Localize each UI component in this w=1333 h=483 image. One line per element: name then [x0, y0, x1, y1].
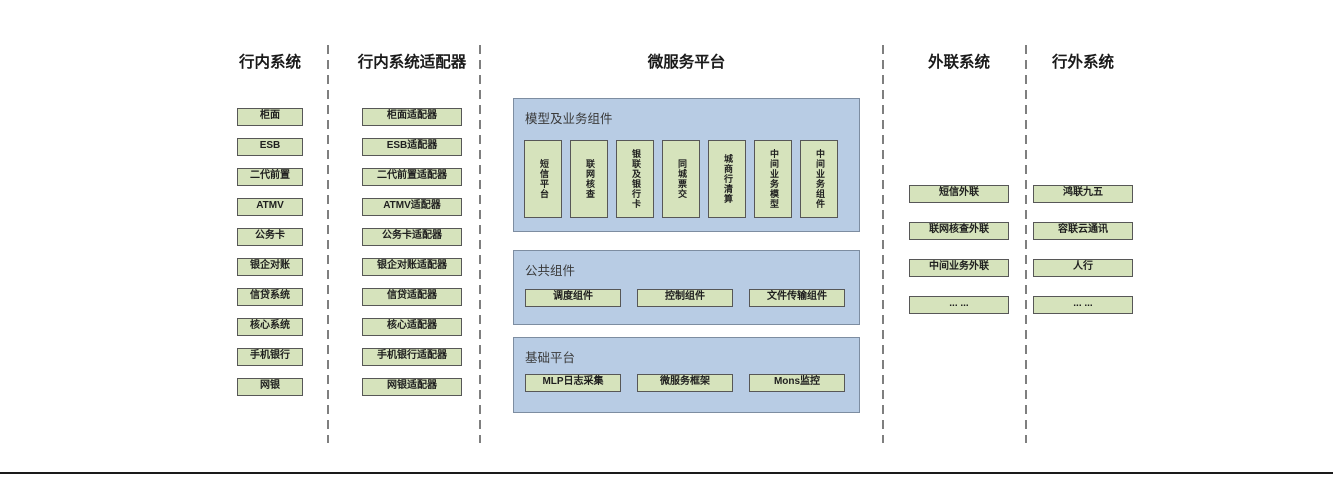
diagram-box: 银企对账适配器 — [362, 258, 462, 276]
column-title-microservice-platform: 微服务平台 — [647, 54, 726, 71]
column-separator — [882, 45, 884, 443]
diagram-box: 鸿联九五 — [1033, 185, 1133, 203]
diagram-box: 容联云通讯 — [1033, 222, 1133, 240]
diagram-box: 联网核查 — [570, 140, 608, 218]
diagram-box: ... ... — [909, 296, 1009, 314]
internal-system-adapters-box-list: 柜面适配器 ESB适配器二代前置适配器 ATMV适配器公务卡适配器银企对账适配器信贷… — [347, 108, 477, 396]
diagram-box: 网银 — [237, 378, 303, 396]
diagram-box: ATMV适配器 — [362, 198, 462, 216]
column-title-internal-systems: 行内系统 — [238, 54, 301, 71]
bottom-border-line — [0, 472, 1333, 474]
diagram-box: 微服务框架 — [637, 374, 733, 392]
internal-systems-box-list: 柜面 ESB 二代前置 ATMV 公务卡银企对账信贷系统核心系统手机银行网银 — [205, 108, 335, 396]
diagram-box: 银联及银行卡 — [616, 140, 654, 218]
diagram-box: 柜面适配器 — [362, 108, 462, 126]
common-components-box-list: 调度组件控制组件文件传输组件 — [525, 289, 845, 307]
column-title-external-connection-systems: 外联系统 — [927, 54, 990, 71]
diagram-box: 同城票交 — [662, 140, 700, 218]
diagram-box: 文件传输组件 — [749, 289, 845, 307]
column-separator — [479, 45, 481, 443]
column-microservice-platform: 微服务平台 模型及业务组件 短信平台联网核查银联及银行卡同城票交城商行清算中间业… — [513, 53, 860, 423]
diagram-box: 银企对账 — [237, 258, 303, 276]
diagram-box: ESB — [237, 138, 303, 156]
diagram-box: 手机银行适配器 — [362, 348, 462, 366]
diagram-box: 调度组件 — [525, 289, 621, 307]
diagram-box: 核心系统 — [237, 318, 303, 336]
diagram-box: 公务卡适配器 — [362, 228, 462, 246]
diagram-box: 短信外联 — [909, 185, 1009, 203]
diagram-box: 信贷适配器 — [362, 288, 462, 306]
diagram-box: ... ... — [1033, 296, 1133, 314]
column-internal-systems: 行内系统 柜面 ESB 二代前置 ATMV 公务卡银企对账信贷系统核心系统手机银行网银 — [205, 53, 335, 408]
diagram-box: 二代前置适配器 — [362, 168, 462, 186]
column-outside-bank-systems: 行外系统 鸿联九五容联云通讯人行 ... ... — [1023, 53, 1143, 333]
diagram-box: 城商行清算 — [708, 140, 746, 218]
diagram-box: 中间业务组件 — [800, 140, 838, 218]
panel-label-common-components: 公共组件 — [525, 264, 576, 278]
column-internal-system-adapters: 行内系统适配器 柜面适配器 ESB适配器二代前置适配器 ATMV适配器公务卡适配器银… — [347, 53, 477, 408]
diagram-box: 柜面 — [237, 108, 303, 126]
panel-label-base-platform: 基础平台 — [525, 351, 576, 365]
diagram-box: 中间业务外联 — [909, 259, 1009, 277]
diagram-box: ATMV — [237, 198, 303, 216]
outside-bank-systems-box-list: 鸿联九五容联云通讯人行 ... ... — [1023, 185, 1143, 314]
diagram-box: 中间业务模型 — [754, 140, 792, 218]
model-business-components-box-list: 短信平台联网核查银联及银行卡同城票交城商行清算中间业务模型中间业务组件 — [524, 140, 838, 218]
diagram-box: MLP日志采集 — [525, 374, 621, 392]
diagram-box: 手机银行 — [237, 348, 303, 366]
diagram-box: 核心适配器 — [362, 318, 462, 336]
diagram-box: 信贷系统 — [237, 288, 303, 306]
diagram-box: 二代前置 — [237, 168, 303, 186]
diagram-box: 控制组件 — [637, 289, 733, 307]
column-separator — [1025, 45, 1027, 443]
column-title-outside-bank-systems: 行外系统 — [1051, 54, 1114, 71]
diagram-box: 网银适配器 — [362, 378, 462, 396]
diagram-box: 公务卡 — [237, 228, 303, 246]
diagram-box: 人行 — [1033, 259, 1133, 277]
column-external-connection-systems: 外联系统 短信外联联网核查外联中间业务外联 ... ... — [899, 53, 1019, 333]
diagram-box: 短信平台 — [524, 140, 562, 218]
panel-base-platform: 基础平台 MLP日志采集微服务框架 Mons监控 — [513, 337, 860, 413]
panel-model-business-components: 模型及业务组件 短信平台联网核查银联及银行卡同城票交城商行清算中间业务模型中间业… — [513, 98, 860, 232]
diagram-box: ESB适配器 — [362, 138, 462, 156]
column-separator — [327, 45, 329, 443]
diagram-box: 联网核查外联 — [909, 222, 1009, 240]
panel-label-model-business-components: 模型及业务组件 — [525, 112, 613, 126]
panel-common-components: 公共组件 调度组件控制组件文件传输组件 — [513, 250, 860, 325]
external-connection-systems-box-list: 短信外联联网核查外联中间业务外联 ... ... — [899, 185, 1019, 314]
column-title-internal-system-adapters: 行内系统适配器 — [357, 54, 467, 71]
base-platform-box-list: MLP日志采集微服务框架 Mons监控 — [525, 374, 845, 392]
diagram-box: Mons监控 — [749, 374, 845, 392]
